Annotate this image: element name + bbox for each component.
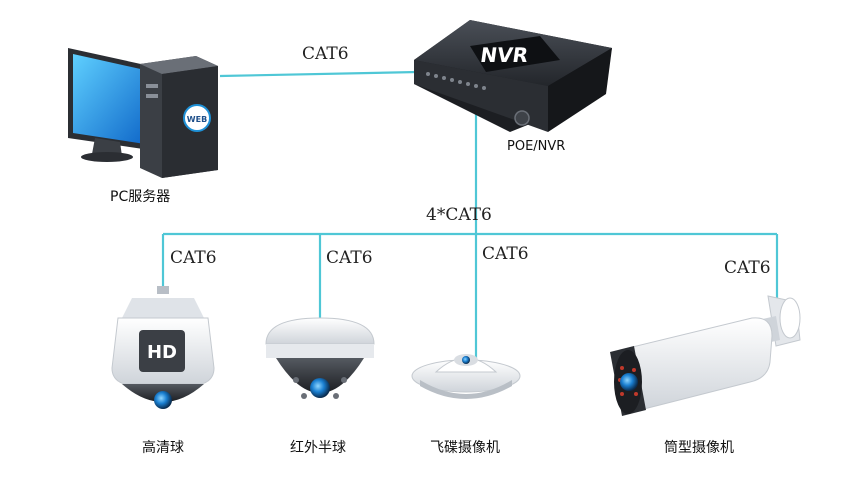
device-label-pc: PC服务器 [110,189,171,205]
web-badge: WEB [187,115,207,124]
cables [161,70,779,358]
device-label-hd-speed-dome: 高清球 [142,440,184,456]
link-label-trunk: 4*CAT6 [426,205,492,225]
fisheye-camera-icon [411,354,521,399]
link-label-pc-nvr: CAT6 [302,44,349,64]
link-label-branch-1: CAT6 [170,248,217,268]
device-label-ir-dome: 红外半球 [290,440,346,456]
link-label-branch-4: CAT6 [724,258,771,278]
link-label-branch-3: CAT6 [482,244,529,264]
nvr-icon: NVR [414,20,612,132]
device-label-nvr: POE/NVR [507,139,566,154]
hd-speed-dome-camera-icon: HD [111,286,215,409]
ir-dome-camera-icon [265,317,375,399]
pc-server-icon: WEB [68,48,218,178]
device-label-fisheye: 飞碟摄像机 [430,440,500,456]
link-label-branch-2: CAT6 [326,248,373,268]
hd-badge: HD [147,342,177,363]
cable-pc-nvr [219,70,419,78]
bullet-camera-icon [610,295,801,416]
device-label-bullet: 筒型摄像机 [664,440,734,456]
nvr-badge: NVR [479,43,530,67]
